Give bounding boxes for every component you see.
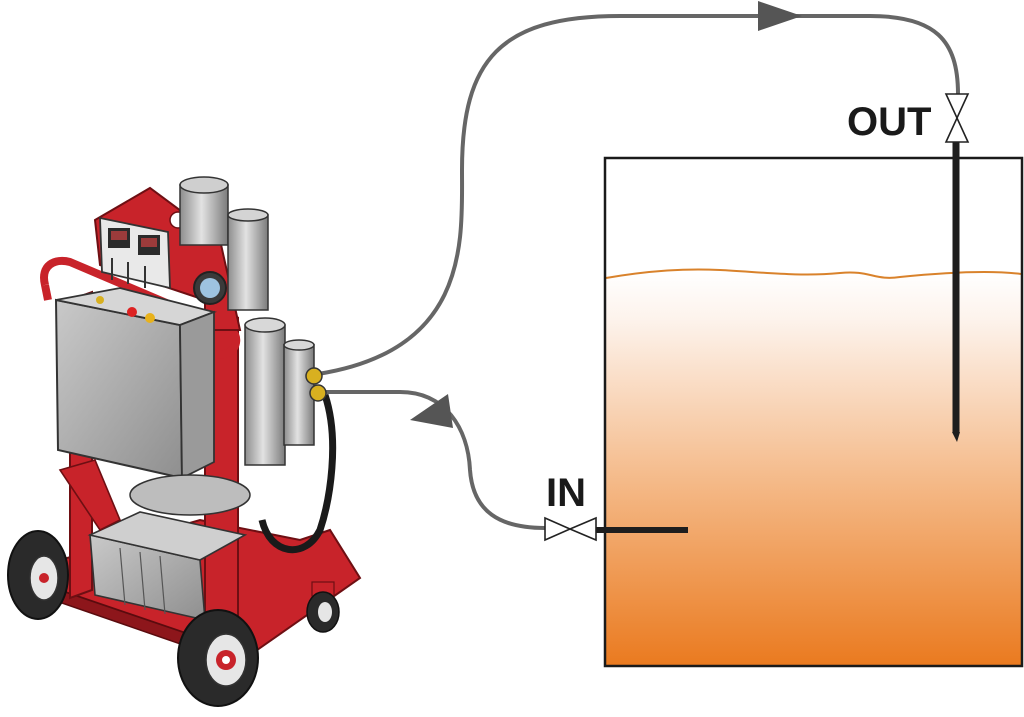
- cart-hose: [258, 393, 337, 554]
- outlet-label: OUT: [847, 100, 932, 144]
- wheel-icon: [7, 530, 69, 620]
- outlet-dip-pipe: [952, 140, 960, 442]
- wheel-icon: [177, 609, 259, 707]
- valve-icon: [944, 93, 970, 143]
- filter-housing: [244, 317, 315, 466]
- valve-icon: [544, 516, 597, 542]
- vacuum-column: [179, 176, 269, 311]
- electrical-cabinet: [54, 298, 184, 480]
- collection-bowl: [129, 474, 251, 516]
- control-button-icon: [127, 307, 137, 317]
- inlet-hose: [320, 390, 546, 530]
- control-button-icon: [96, 296, 104, 304]
- pump-motor: [87, 511, 248, 622]
- caster-wheel-icon: [306, 581, 340, 633]
- flow-arrow-icon: [758, 1, 802, 31]
- inlet-label: IN: [546, 471, 586, 515]
- tank-outline: [603, 156, 1024, 668]
- outlet-hose: [317, 14, 960, 376]
- liquid-surface: [605, 268, 1022, 279]
- control-button-icon: [145, 313, 155, 323]
- filtration-cart: [7, 176, 362, 707]
- flow-arrow-icon: [410, 394, 453, 428]
